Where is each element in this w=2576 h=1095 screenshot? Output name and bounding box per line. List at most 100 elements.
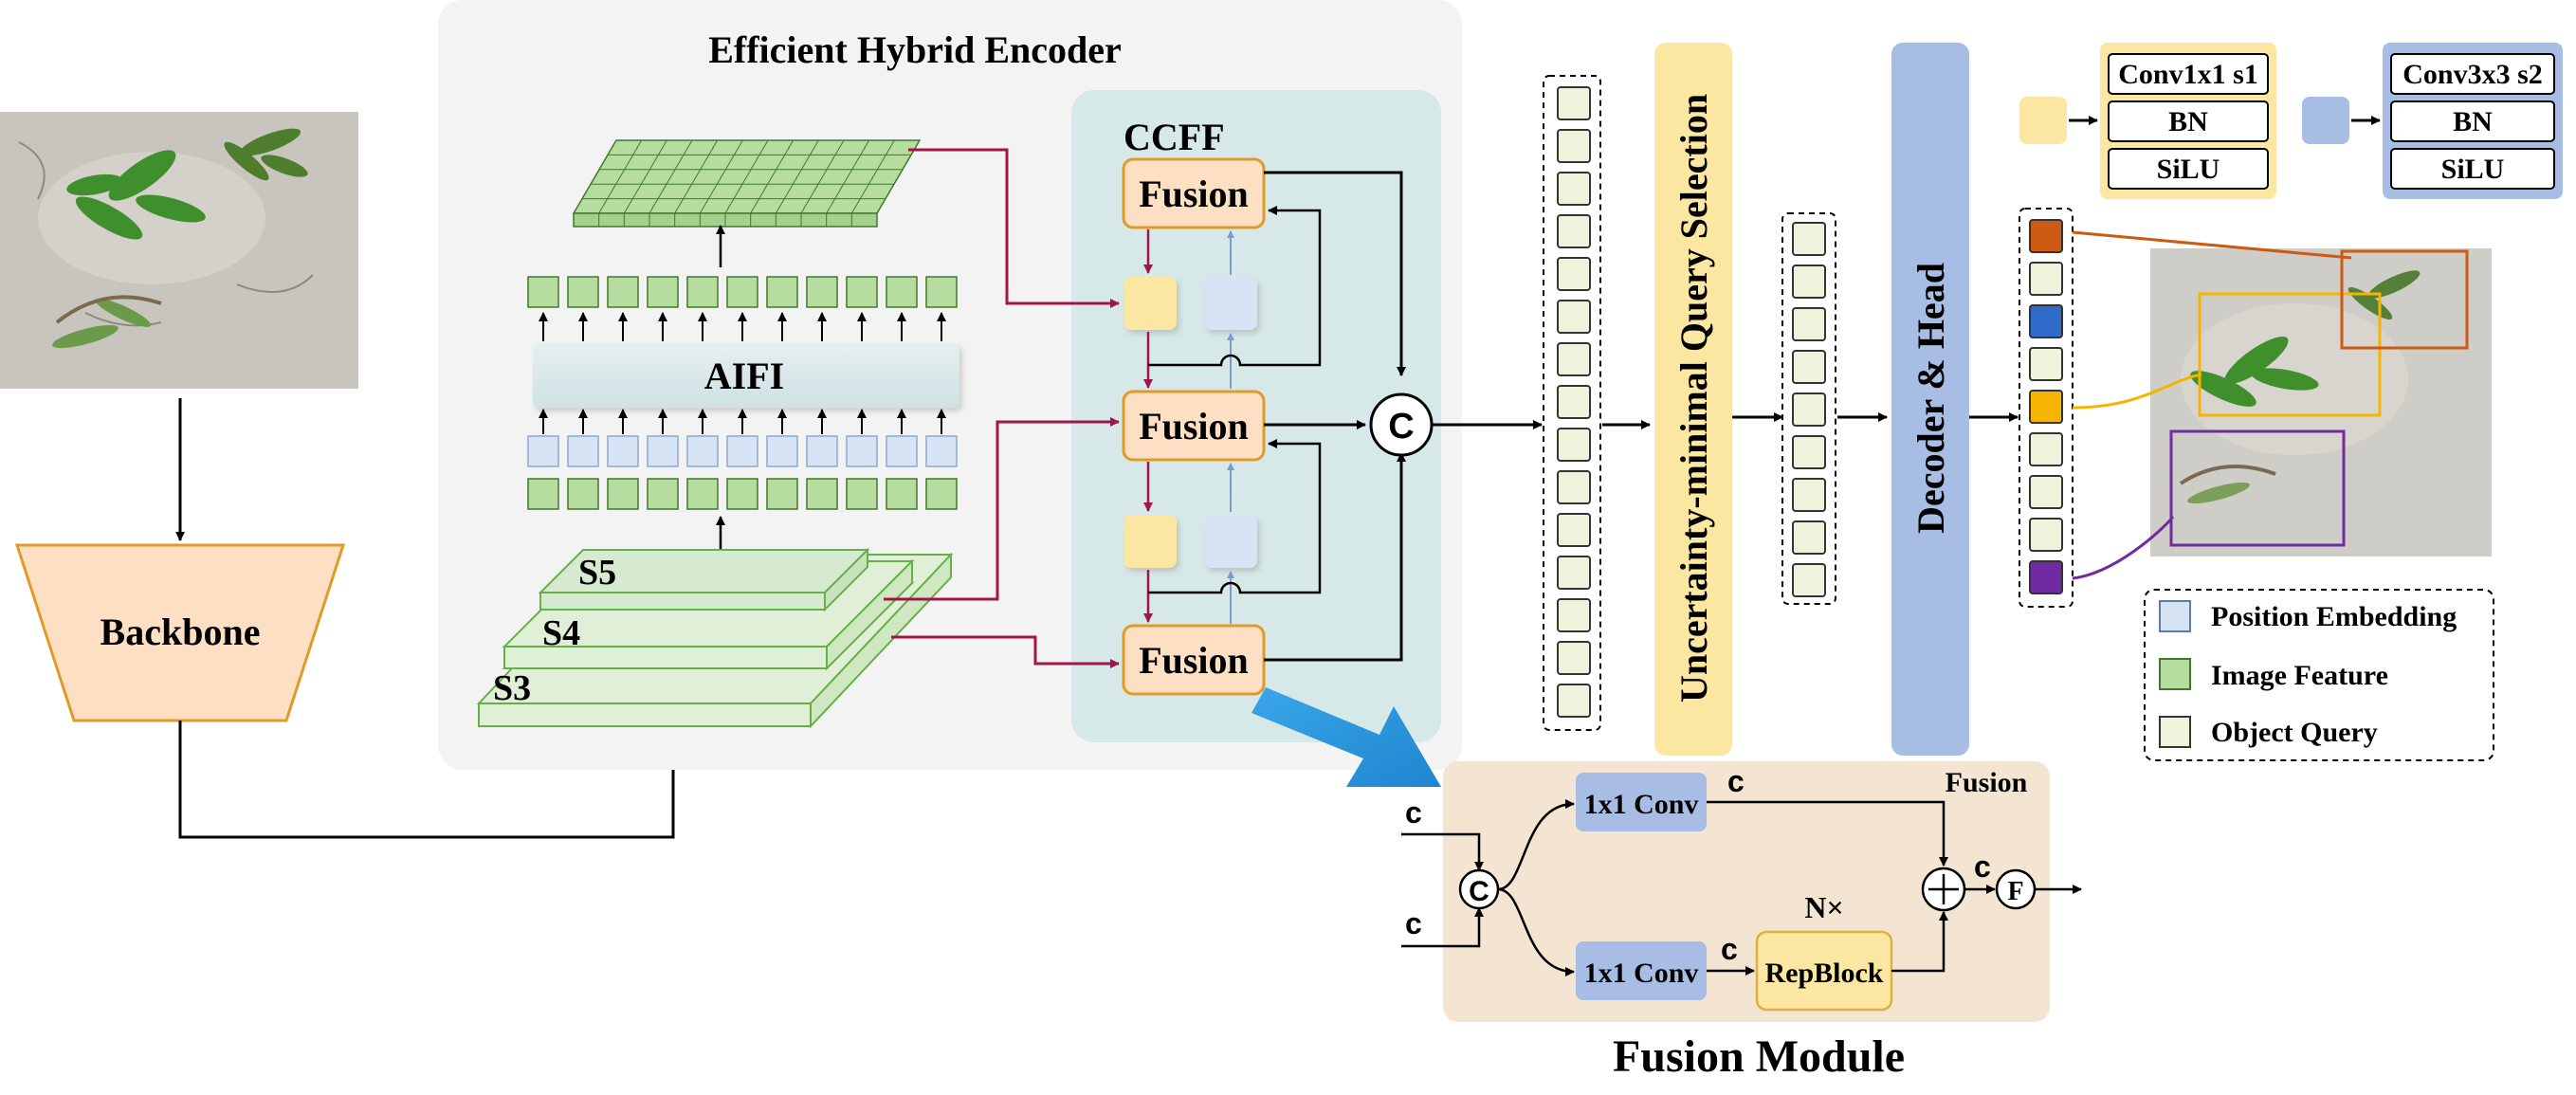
query-cell (1557, 556, 1591, 590)
c-after-top-conv: c (1727, 764, 1745, 798)
output-token (527, 276, 559, 308)
query-cell (1557, 428, 1591, 462)
conv1x1-legend: Conv1x1 s1 BN SiLU (2019, 43, 2276, 199)
position-token (647, 435, 679, 467)
ccff-fusion-bottom: Fusion (1122, 624, 1266, 696)
query-cell (1792, 563, 1826, 597)
output-token (766, 276, 798, 308)
position-token (607, 435, 639, 467)
label-s4: S4 (542, 613, 580, 653)
query-cell (1557, 385, 1591, 419)
query-cell (1557, 257, 1591, 291)
query-cell (1792, 435, 1826, 469)
fusion-module: Fusion c c C 1x1 Conv 1x1 Conv c c RepBl… (1401, 761, 2082, 1022)
output-token (726, 276, 758, 308)
svg-text:1x1 Conv: 1x1 Conv (1584, 958, 1699, 989)
query-cell (1557, 513, 1591, 547)
position-token (886, 435, 918, 467)
query-cell (1557, 598, 1591, 632)
grid-line (750, 139, 795, 214)
query-selection-block: Uncertainty-minimal Query Selection (1654, 43, 1732, 756)
svg-text:Conv3x3 s2: Conv3x3 s2 (2402, 59, 2543, 90)
aifi-label: AIFI (704, 355, 784, 397)
query-cell (1792, 265, 1826, 299)
crimson-arrows (884, 148, 1120, 668)
feature-token (607, 478, 639, 510)
query-column-mid (1792, 222, 1826, 597)
query-cell (1557, 86, 1591, 120)
position-token (527, 435, 559, 467)
ccff-internal-arrows (1143, 171, 1406, 662)
svg-text:Fusion: Fusion (1139, 405, 1249, 447)
query-selection-label: Uncertainty-minimal Query Selection (1672, 94, 1715, 703)
output-token (686, 276, 719, 308)
query-cell (2029, 432, 2063, 466)
grid-line (775, 139, 819, 214)
big-blue-arrow (1251, 687, 1441, 787)
query-to-box-links (2072, 230, 2352, 580)
svg-text:Conv1x1 s1: Conv1x1 s1 (2118, 59, 2258, 90)
fusion-conv-top (1576, 773, 1707, 831)
bbox-gold (2198, 292, 2382, 417)
plant-3 (52, 295, 162, 349)
grid-line (699, 139, 743, 214)
detection-output-image (2150, 248, 2492, 557)
position-token (567, 435, 599, 467)
svg-text:SiLU: SiLU (2157, 154, 2220, 185)
feature-token (567, 478, 599, 510)
svg-text:C: C (1388, 407, 1414, 447)
legend-swatch-query (2159, 716, 2191, 748)
output-token (647, 276, 679, 308)
label-s5: S5 (578, 553, 616, 593)
decoder-head-block: Decoder & Head (1891, 43, 1969, 756)
svg-text:C: C (1469, 876, 1489, 907)
query-cell (1792, 222, 1826, 256)
feature-pyramid: S5 S4 S3 (476, 547, 954, 729)
fusion-module-title: Fusion Module (1613, 1031, 1905, 1082)
position-token (686, 435, 719, 467)
query-column-left (1557, 86, 1591, 718)
query-cell (1557, 129, 1591, 163)
query-cell (2029, 347, 2063, 381)
bbox-purple (2169, 429, 2346, 547)
output-token (607, 276, 639, 308)
repeat-label: N× (1804, 890, 1843, 924)
input-c-top: c (1405, 795, 1422, 830)
backbone-label: Backbone (100, 611, 261, 653)
encoded-feature-grid (572, 139, 922, 228)
grid-line (850, 139, 895, 214)
conv3x3-legend: Conv3x3 s2 BN SiLU (2302, 43, 2563, 199)
plant-1 (66, 150, 206, 240)
input-c-bottom: c (1405, 906, 1422, 940)
position-token (806, 435, 838, 467)
query-cell (1792, 350, 1826, 384)
query-cell (2029, 262, 2063, 296)
output-token (806, 276, 838, 308)
svg-text:F: F (2007, 877, 2023, 906)
backbone-block: Backbone (14, 543, 346, 722)
feature-token (686, 478, 719, 510)
token-arrows-bottom (539, 409, 946, 434)
ccff-conv3x3-bottom (1204, 515, 1257, 568)
fusion-module-corner-label: Fusion (1946, 767, 2028, 798)
grid-line (724, 139, 769, 214)
arrow-backbone-to-encoder (178, 721, 678, 839)
feature-token (647, 478, 679, 510)
encoder-title: Efficient Hybrid Encoder (708, 28, 1122, 71)
ccff-concat-node: C (1369, 392, 1434, 457)
feature-token (527, 478, 559, 510)
legend: Position Embedding Image Feature Object … (2144, 589, 2494, 761)
legend-image-feature: Image Feature (2211, 660, 2388, 691)
query-cell (1557, 470, 1591, 504)
aifi-block: AIFI (533, 343, 959, 408)
image-feature-row (527, 478, 958, 510)
c-after-add: c (1974, 849, 1991, 884)
ccff-fusion-top: Fusion (1122, 157, 1266, 229)
query-cell (1557, 214, 1591, 248)
query-cell (1792, 478, 1826, 512)
label-s3: S3 (493, 668, 531, 708)
fusion-conv-bottom (1576, 941, 1707, 1000)
ccff-fusion-mid: Fusion (1122, 390, 1266, 462)
position-token (766, 435, 798, 467)
